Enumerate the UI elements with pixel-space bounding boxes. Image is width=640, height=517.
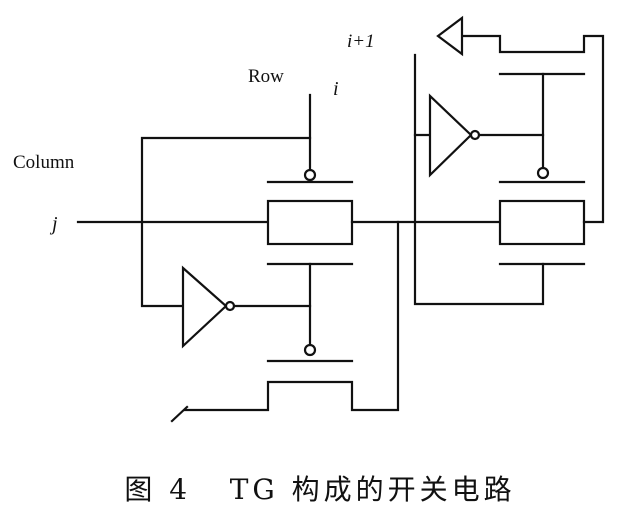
- row-i-branch-wire: [140, 136, 312, 308]
- column-label: Column: [13, 152, 75, 173]
- next-row-index-label: i+1: [347, 31, 375, 52]
- left-inverter-bubble: [224, 300, 236, 312]
- ground-tick: [170, 405, 189, 423]
- row-index-label: i: [333, 78, 339, 100]
- figure-caption: 图 4 TG 构成的开关电路: [124, 473, 516, 506]
- left-lower-bubble: [303, 343, 317, 357]
- right-inverter: [428, 93, 473, 178]
- left-tg-channel: [266, 199, 354, 246]
- left-tg-upper-bubble: [303, 168, 317, 182]
- right-upper-bubble: [536, 166, 550, 180]
- column-index-label: j: [49, 213, 58, 235]
- right-tg-channel: [498, 199, 586, 246]
- left-inverter: [181, 265, 228, 349]
- row-i1-wire: [413, 53, 545, 306]
- left-lower-channel: [183, 220, 400, 412]
- right-output-wire: [460, 34, 605, 224]
- row-label: Row: [248, 66, 284, 87]
- right-inverter-bubble: [469, 129, 481, 141]
- output-arrow: [436, 15, 464, 57]
